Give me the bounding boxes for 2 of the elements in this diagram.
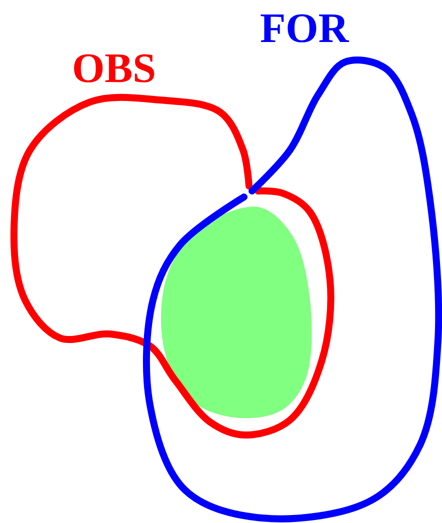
set-label: OBS <box>72 48 156 90</box>
set-label: FOR <box>260 8 349 50</box>
